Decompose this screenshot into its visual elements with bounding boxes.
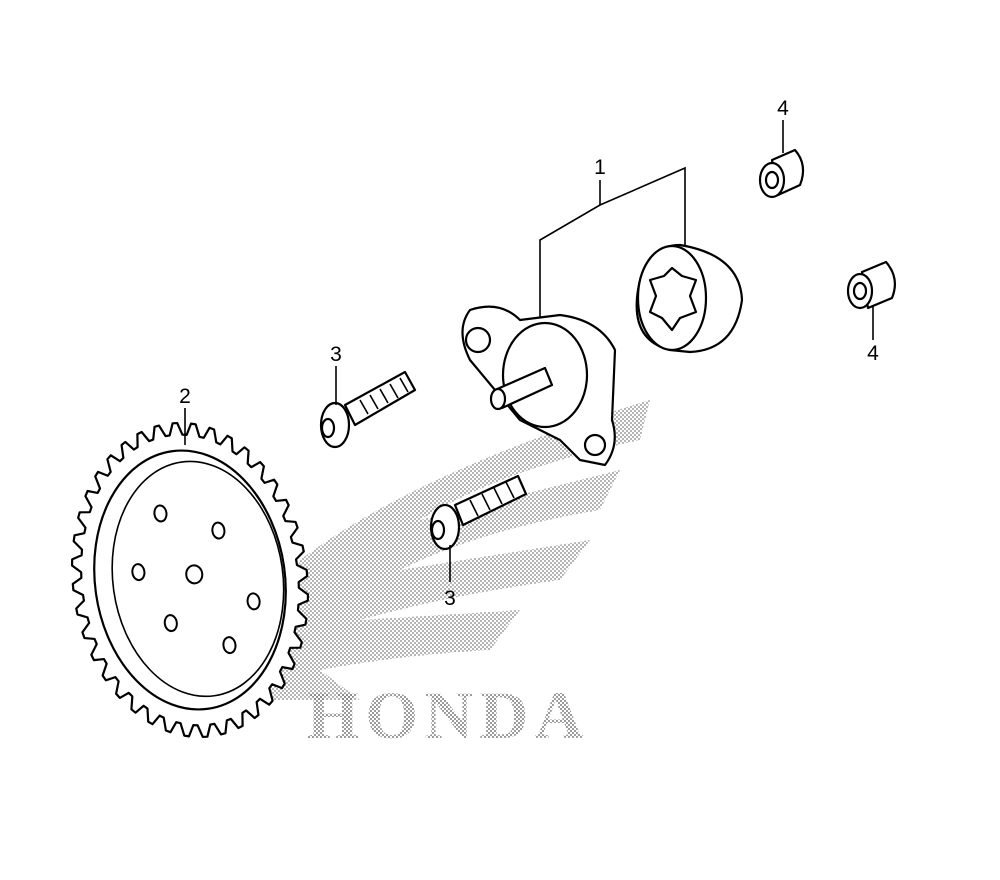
callout-4-lower[interactable]: 4 [867,342,879,365]
honda-watermark-text: HONDA [306,677,589,753]
callout-2[interactable]: 2 [179,385,191,408]
callout-3-upper[interactable]: 3 [330,343,342,366]
flange-bolt-upper[interactable] [319,370,417,449]
honda-wing-watermark: HONDA [250,400,650,753]
dowel-pin-upper[interactable] [758,148,805,199]
oil-pump-outer-rotor[interactable] [635,243,744,354]
leader-lines [184,120,874,582]
callout-1[interactable]: 1 [594,156,606,179]
callout-3-lower[interactable]: 3 [444,587,456,610]
flange-bolt-lower[interactable] [429,474,528,551]
oil-pump-body[interactable] [461,305,617,467]
callout-4-upper[interactable]: 4 [777,97,789,120]
driven-gear[interactable] [52,408,327,753]
dowel-pin-lower[interactable] [846,260,897,310]
